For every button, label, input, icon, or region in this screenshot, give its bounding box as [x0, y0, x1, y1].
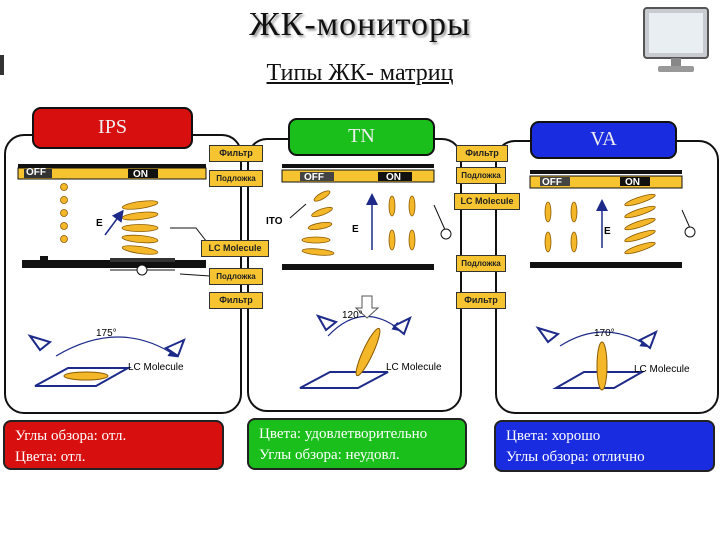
- ips-molecule-flat: [63, 371, 109, 381]
- ips-on-label: ON: [133, 169, 148, 180]
- va-summary: Цвета: хорошо Углы обзора: отлично: [494, 420, 715, 472]
- va-summary-line-1: Цвета: хорошо: [506, 428, 601, 444]
- tn-vertical-molecules: [388, 195, 416, 251]
- ips-filter-top-label: Фильтр: [209, 145, 263, 162]
- va-substrate-top-label: Подложка: [456, 167, 506, 184]
- ips-summary: Углы обзора: отл. Цвета: отл.: [3, 420, 224, 470]
- va-angle-label: 170°: [594, 328, 615, 339]
- tn-eye-left: [315, 314, 339, 332]
- ips-off-label: OFF: [26, 167, 46, 178]
- ips-eye-right: [163, 338, 186, 358]
- ips-off-molecules: [60, 183, 68, 243]
- tn-summary: Цвета: удовлетворительно Углы обзора: не…: [247, 418, 467, 470]
- ips-substrate-top-label: Подложка: [209, 170, 263, 187]
- tn-off-box: [300, 172, 334, 181]
- va-ac-source: [684, 226, 696, 238]
- tn-header-label: TN: [348, 125, 375, 147]
- tn-top-plate: [282, 164, 434, 168]
- tn-eye-right: [392, 315, 412, 336]
- tn-bottom-plate: [282, 264, 434, 270]
- ips-off-on-bar: [17, 167, 207, 180]
- va-filter-bottom-label: Фильтр: [456, 292, 506, 309]
- tn-summary-line-2: Углы обзора: неудовл.: [259, 447, 400, 463]
- tn-summary-line-1: Цвета: удовлетворительно: [259, 426, 428, 442]
- va-on-label: ON: [625, 177, 640, 188]
- va-tilted-molecules: [624, 193, 656, 255]
- va-summary-line-2: Углы обзора: отлично: [506, 449, 645, 465]
- ips-header: IPS: [32, 107, 193, 149]
- ips-ac-source: [136, 264, 148, 276]
- ips-summary-line-1: Углы обзора: отл.: [15, 428, 127, 444]
- va-off-label: OFF: [542, 177, 562, 188]
- ips-on-molecules: [121, 200, 159, 255]
- va-bottom-plate: [530, 262, 682, 268]
- va-substrate-bottom-label: Подложка: [456, 255, 506, 272]
- va-header: VA: [530, 121, 677, 159]
- monitor-icon: [643, 7, 709, 72]
- tn-on-box: [378, 172, 412, 181]
- tn-e-label: E: [352, 224, 359, 235]
- tn-ito-leader: [289, 203, 307, 219]
- va-circuit: [681, 209, 691, 229]
- tn-circuit: [433, 204, 447, 233]
- va-molecule-upright: [596, 341, 608, 391]
- ips-lc-molecule-label: LC Molecule: [201, 240, 269, 257]
- tn-panel-plane: [299, 371, 389, 389]
- ips-electrode-1: [40, 256, 48, 260]
- ips-eye-left: [27, 334, 53, 352]
- tn-off-label: OFF: [304, 172, 324, 183]
- ips-angle-label: 175°: [96, 328, 117, 339]
- tn-molecule-tilted: [355, 327, 381, 377]
- ips-top-plate: [18, 164, 206, 168]
- va-top-plate: [530, 170, 682, 174]
- tn-ac-source: [440, 228, 452, 240]
- tn-ito-label: ITO: [266, 216, 283, 227]
- va-eye-left: [535, 326, 561, 344]
- ips-header-label: IPS: [98, 116, 127, 138]
- va-on-box: [620, 177, 650, 186]
- va-off-box: [540, 177, 570, 186]
- tn-molecule-label: LC Molecule: [386, 362, 442, 373]
- va-lc-molecule-label: LC Molecule: [454, 193, 520, 210]
- tn-header: TN: [288, 118, 435, 156]
- va-header-label: VA: [590, 128, 617, 150]
- ips-summary-line-2: Цвета: отл.: [15, 449, 86, 465]
- va-view-arc: [559, 331, 651, 348]
- ips-electrode-2: [110, 258, 175, 262]
- ips-off-box: [24, 169, 52, 178]
- tn-light-arrow: [354, 295, 380, 319]
- va-eye-right: [638, 329, 658, 350]
- page-title: ЖК-мониторы: [249, 6, 471, 43]
- ips-bottom-plate: [22, 260, 206, 268]
- ips-molecule-label: LC Molecule: [128, 362, 184, 373]
- page-subtitle: Типы ЖК- матриц: [266, 60, 454, 86]
- tn-on-label: ON: [386, 172, 401, 183]
- tn-twisted-molecules: [301, 190, 335, 256]
- ips-substrate-bottom-label: Подложка: [209, 268, 263, 285]
- ips-filter-bottom-label: Фильтр: [209, 292, 263, 309]
- ips-view-arc: [55, 336, 178, 358]
- tn-angle-label: 120°: [342, 310, 363, 321]
- va-e-label: E: [604, 226, 611, 237]
- va-filter-top-label: Фильтр: [456, 145, 508, 162]
- ips-on-box: [128, 169, 158, 178]
- tn-view-arc: [327, 315, 402, 337]
- va-molecule-label: LC Molecule: [634, 364, 690, 375]
- ips-leader-substrate: [179, 273, 211, 277]
- ips-e-arrow: [104, 209, 124, 236]
- slide-edge-mark: [0, 55, 4, 75]
- va-vertical-molecules: [544, 201, 578, 253]
- ips-e-label: E: [96, 218, 103, 229]
